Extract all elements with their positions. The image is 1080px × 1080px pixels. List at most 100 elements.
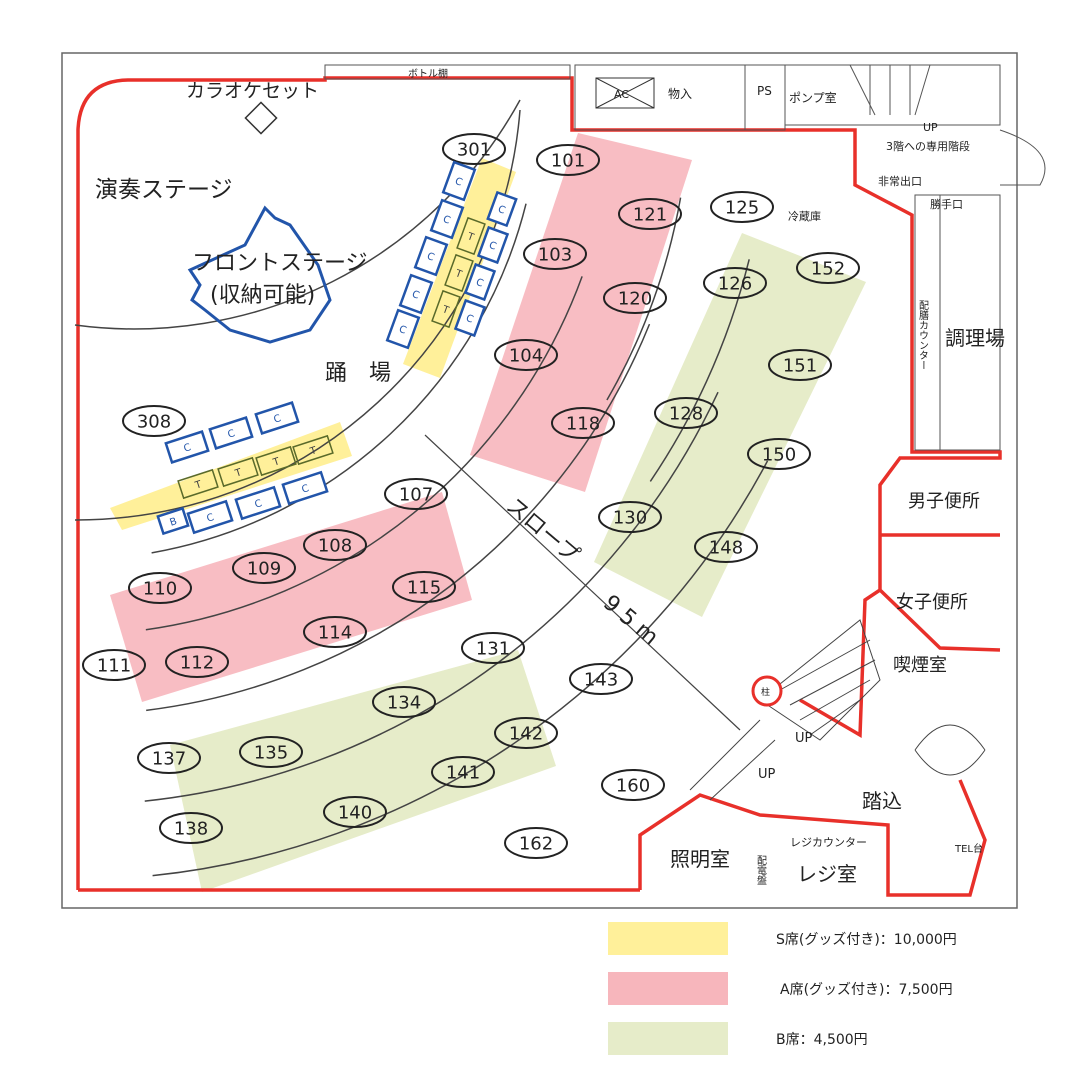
- a-seat-zone[interactable]: [470, 133, 692, 492]
- s-seat-c[interactable]: C: [385, 308, 421, 350]
- s-seat-c[interactable]: C: [208, 416, 254, 450]
- ps-label: PS: [757, 84, 772, 98]
- table-oval: [392, 571, 456, 603]
- s-seat-c[interactable]: C: [281, 470, 329, 506]
- kitchen-label: 調理場: [945, 326, 1005, 350]
- table-152[interactable]: 152: [796, 252, 860, 284]
- table-number: 143: [584, 670, 618, 691]
- table-135[interactable]: 135: [239, 736, 303, 768]
- table-oval: [710, 191, 774, 223]
- table-140[interactable]: 140: [323, 796, 387, 828]
- seat-box: [385, 308, 421, 350]
- table-131[interactable]: 131: [461, 632, 525, 664]
- table-101[interactable]: 101: [536, 144, 600, 176]
- table-120[interactable]: 120: [603, 282, 667, 314]
- table-128[interactable]: 128: [654, 397, 718, 429]
- s-seat-c[interactable]: C: [429, 198, 465, 240]
- table-number: 115: [407, 578, 441, 599]
- s-seat-c[interactable]: C: [486, 190, 518, 228]
- table-115[interactable]: 115: [392, 571, 456, 603]
- s-seat-c[interactable]: C: [441, 160, 477, 202]
- table-301[interactable]: 301: [442, 133, 506, 165]
- table-112[interactable]: 112: [165, 646, 229, 678]
- table-141[interactable]: 141: [431, 756, 495, 788]
- table-number: 138: [174, 819, 208, 840]
- table-number: 140: [338, 803, 372, 824]
- table-oval: [323, 796, 387, 828]
- up-slope-label: UP: [758, 767, 776, 782]
- table-142[interactable]: 142: [494, 717, 558, 749]
- s-seat-c[interactable]: C: [413, 235, 449, 277]
- ac-unit: [595, 77, 655, 109]
- table-121[interactable]: 121: [618, 198, 682, 230]
- seat-letter: C: [253, 498, 263, 511]
- seat-letter: T: [453, 268, 464, 281]
- table-151[interactable]: 151: [768, 349, 832, 381]
- s-seat-c[interactable]: C: [164, 430, 210, 464]
- s-seat-t[interactable]: T: [217, 456, 259, 488]
- table-107[interactable]: 107: [384, 478, 448, 510]
- table-134[interactable]: 134: [372, 686, 436, 718]
- table-130[interactable]: 130: [598, 501, 662, 533]
- table-number: 130: [613, 508, 647, 529]
- fridge-label: 冷蔵庫: [788, 209, 821, 223]
- table-150[interactable]: 150: [747, 438, 811, 470]
- table-number: 107: [399, 485, 433, 506]
- table-126[interactable]: 126: [703, 267, 767, 299]
- seat-box: [281, 470, 329, 506]
- table-oval: [603, 282, 667, 314]
- table-103[interactable]: 103: [523, 238, 587, 270]
- seating-row-arc: [649, 259, 750, 482]
- a-seat-zone[interactable]: [110, 492, 472, 702]
- seating-row-arc: [606, 197, 682, 401]
- table-308[interactable]: 308: [122, 405, 186, 437]
- table-111[interactable]: 111: [82, 649, 146, 681]
- s-seat-c[interactable]: C: [234, 485, 282, 521]
- s-seat-c[interactable]: C: [398, 273, 434, 315]
- table-number: 162: [519, 834, 553, 855]
- s-seat-c[interactable]: C: [463, 262, 497, 302]
- s-seat-t[interactable]: T: [255, 445, 297, 477]
- ac-label: AC: [614, 88, 629, 101]
- s-seat-t[interactable]: T: [431, 289, 461, 329]
- s-seat-c[interactable]: C: [476, 225, 510, 265]
- seat-letter: T: [271, 456, 282, 469]
- seat-letter: T: [233, 467, 244, 480]
- table-oval: [536, 144, 600, 176]
- table-143[interactable]: 143: [569, 663, 633, 695]
- table-number: 111: [97, 656, 131, 677]
- table-148[interactable]: 148: [694, 531, 758, 563]
- table-125[interactable]: 125: [710, 191, 774, 223]
- legend-a-seat: A席(グッズ付き)：7,500円: [608, 972, 1028, 1006]
- table-104[interactable]: 104: [494, 339, 558, 371]
- table-137[interactable]: 137: [137, 742, 201, 774]
- table-109[interactable]: 109: [232, 552, 296, 584]
- table-number: 125: [725, 198, 759, 219]
- table-108[interactable]: 108: [303, 529, 367, 561]
- seat-letter: C: [397, 324, 407, 337]
- s-seat-t[interactable]: T: [292, 434, 334, 466]
- b-seat-zone[interactable]: [594, 233, 866, 617]
- table-138[interactable]: 138: [159, 812, 223, 844]
- legend-label-a: A席(グッズ付き)：7,500円: [780, 982, 953, 998]
- table-110[interactable]: 110: [128, 572, 192, 604]
- table-160[interactable]: 160: [601, 769, 665, 801]
- s-seat-b[interactable]: B: [156, 506, 190, 536]
- table-114[interactable]: 114: [303, 616, 367, 648]
- s-seat-c[interactable]: C: [186, 499, 234, 535]
- b-seat-zone[interactable]: [170, 650, 556, 892]
- table-number: 120: [618, 289, 652, 310]
- table-162[interactable]: 162: [504, 827, 568, 859]
- table-118[interactable]: 118: [551, 407, 615, 439]
- front-stage: [187, 205, 332, 344]
- s-seat-t[interactable]: T: [444, 253, 474, 293]
- s-seat-c[interactable]: C: [453, 298, 487, 338]
- s-seat-zone[interactable]: [403, 158, 516, 378]
- s-seat-t[interactable]: T: [456, 216, 486, 256]
- s-seat-c[interactable]: C: [254, 401, 300, 435]
- seat-box: [431, 289, 461, 329]
- serving-counter: [914, 194, 941, 451]
- s-seat-t[interactable]: T: [177, 468, 219, 500]
- table-number: 126: [718, 274, 752, 295]
